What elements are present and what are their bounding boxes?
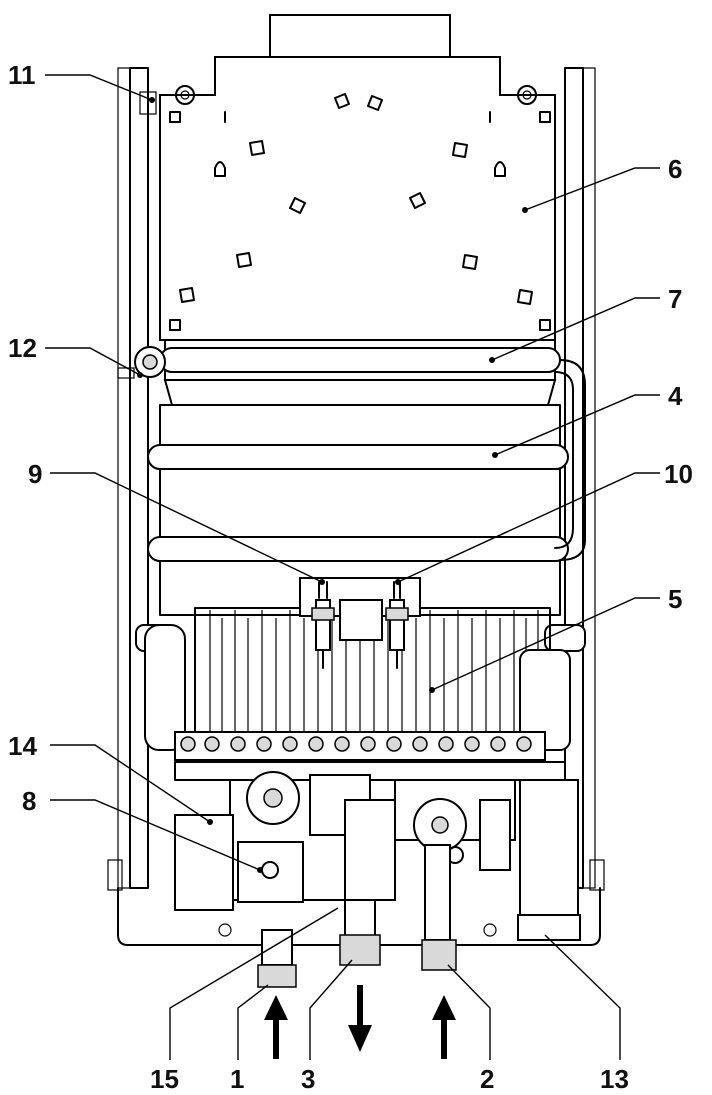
hot-water-outlet-arrow (348, 985, 372, 1052)
cold-water-inlet-fitting (257, 929, 297, 988)
leader-12 (45, 347, 141, 376)
callout-14: 14 (8, 731, 37, 761)
leader-1 (237, 984, 269, 1060)
leader-15 (169, 907, 339, 1060)
leader-13 (544, 934, 621, 1060)
callout-15: 15 (150, 1064, 179, 1094)
callout-12: 12 (8, 333, 37, 363)
leader-lines (45, 74, 660, 1060)
water-valve (394, 779, 516, 871)
leader-4 (494, 394, 660, 456)
callout-9: 9 (28, 459, 42, 489)
leader-5 (431, 597, 660, 691)
flow-arrows (264, 985, 456, 1059)
callout-13: 13 (600, 1064, 629, 1094)
callout-3: 3 (301, 1064, 315, 1094)
ignition-electrode (311, 581, 335, 669)
leader-14 (50, 744, 211, 823)
leader-2 (447, 964, 491, 1060)
gas-inlet-fitting (421, 844, 457, 971)
leader-10 (397, 472, 660, 583)
battery-box (517, 779, 581, 941)
hot-water-outlet-fitting (339, 899, 381, 966)
leader-9 (50, 472, 323, 583)
solenoid-valve (237, 841, 304, 903)
leader-8 (50, 799, 261, 871)
leader-3 (309, 959, 353, 1060)
combustion-chamber (159, 339, 561, 616)
hood-slots (169, 93, 551, 331)
leader-6 (524, 167, 660, 211)
flue-hood (139, 56, 556, 341)
leader-dots (137, 97, 528, 873)
callout-11: 11 (8, 60, 36, 90)
callout-7: 7 (668, 284, 682, 314)
callout-10: 10 (664, 459, 693, 489)
flue-outlet (269, 14, 451, 58)
control-box (174, 814, 234, 911)
injectors (180, 736, 532, 752)
callout-4: 4 (668, 381, 683, 411)
callout-5: 5 (668, 584, 682, 614)
callout-labels: 11 6 7 12 4 9 10 5 14 8 15 1 3 2 13 (8, 60, 693, 1094)
pipe-connections (257, 844, 457, 988)
callout-1: 1 (230, 1064, 244, 1094)
leader-11 (45, 74, 153, 101)
leader-7 (491, 297, 660, 361)
callout-2: 2 (480, 1064, 494, 1094)
electrode-assembly (299, 577, 421, 669)
callout-8: 8 (22, 786, 36, 816)
gas-inlet-arrow (432, 995, 456, 1059)
gas-manifold (174, 731, 566, 781)
cold-water-inlet-arrow (264, 995, 288, 1059)
flame-sensor-electrode (385, 581, 409, 669)
callout-6: 6 (668, 154, 682, 184)
overheat-sensor (117, 346, 166, 379)
